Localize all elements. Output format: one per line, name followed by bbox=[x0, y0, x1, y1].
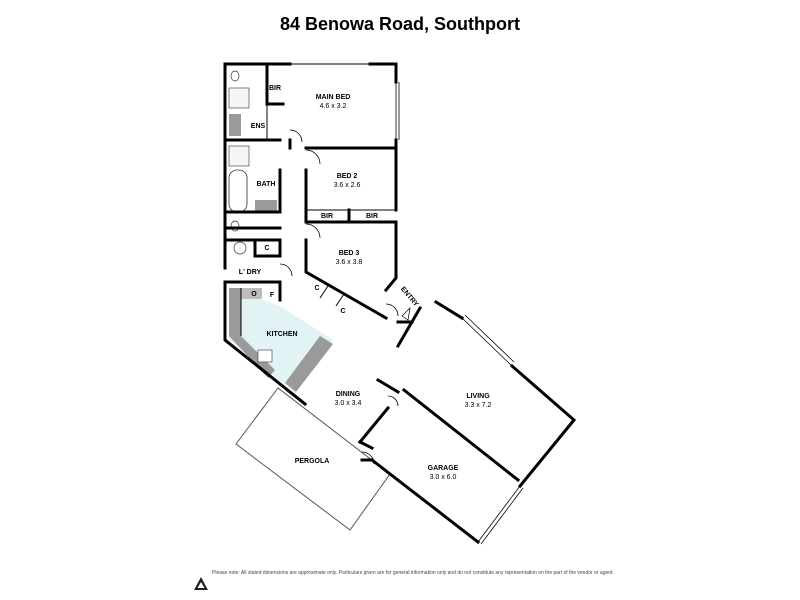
label-kitchen: KITCHEN bbox=[266, 331, 297, 338]
ens-toilet bbox=[230, 70, 240, 82]
label-ens: ENS bbox=[251, 123, 266, 130]
label-bir-1: BIR bbox=[269, 85, 281, 92]
label-dining: DINING bbox=[336, 391, 361, 398]
bath-vanity bbox=[255, 200, 277, 212]
label-c-2: C bbox=[314, 285, 319, 292]
label-pergola: PERGOLA bbox=[295, 458, 330, 465]
bath-shower bbox=[228, 145, 250, 167]
kitchen-bench-left bbox=[229, 288, 241, 336]
kitchen-island bbox=[285, 336, 333, 392]
label-bir-2: BIR bbox=[321, 213, 333, 220]
doors bbox=[279, 129, 399, 465]
label-ldry: L' DRY bbox=[239, 269, 262, 276]
label-c-3: C bbox=[340, 308, 345, 315]
label-o: O bbox=[251, 291, 257, 298]
cooktop bbox=[257, 349, 273, 363]
walls bbox=[223, 62, 577, 545]
page-title: 84 Benowa Road, Southport bbox=[279, 14, 520, 34]
ens-vanity bbox=[229, 114, 241, 136]
brand-logo-icon bbox=[194, 577, 208, 590]
label-bir-3: BIR bbox=[366, 213, 378, 220]
laundry-tub bbox=[233, 241, 247, 255]
ens-shower bbox=[228, 87, 250, 109]
dims-bed3: 3.6 x 3.8 bbox=[336, 259, 363, 266]
label-main-bed: MAIN BED bbox=[316, 94, 351, 101]
dims-bed2: 3.6 x 2.6 bbox=[334, 182, 361, 189]
kitchen-bench-top bbox=[241, 288, 262, 299]
pergola-outline bbox=[235, 387, 391, 531]
entry-arrow-icon bbox=[401, 306, 411, 321]
dims-garage: 3.0 x 6.0 bbox=[430, 474, 457, 481]
bathtub bbox=[228, 169, 248, 213]
partitions bbox=[240, 63, 396, 336]
dims-main-bed: 4.6 x 3.2 bbox=[320, 103, 347, 110]
windows bbox=[395, 82, 524, 545]
label-entry: ENTRY bbox=[399, 286, 420, 309]
label-garage: GARAGE bbox=[428, 465, 459, 472]
disclaimer-text: Please note: All stated dimensions are a… bbox=[212, 570, 614, 576]
label-c-1: C bbox=[264, 245, 269, 252]
label-living: LIVING bbox=[466, 393, 490, 400]
dims-living: 3.3 x 7.2 bbox=[465, 402, 492, 409]
label-f: F bbox=[270, 292, 275, 299]
dims-dining: 3.0 x 3.4 bbox=[335, 400, 362, 407]
kitchen-bench-corner bbox=[229, 336, 275, 378]
label-bath: BATH bbox=[257, 181, 276, 188]
label-bed2: BED 2 bbox=[337, 173, 358, 180]
label-bed3: BED 3 bbox=[339, 250, 360, 257]
